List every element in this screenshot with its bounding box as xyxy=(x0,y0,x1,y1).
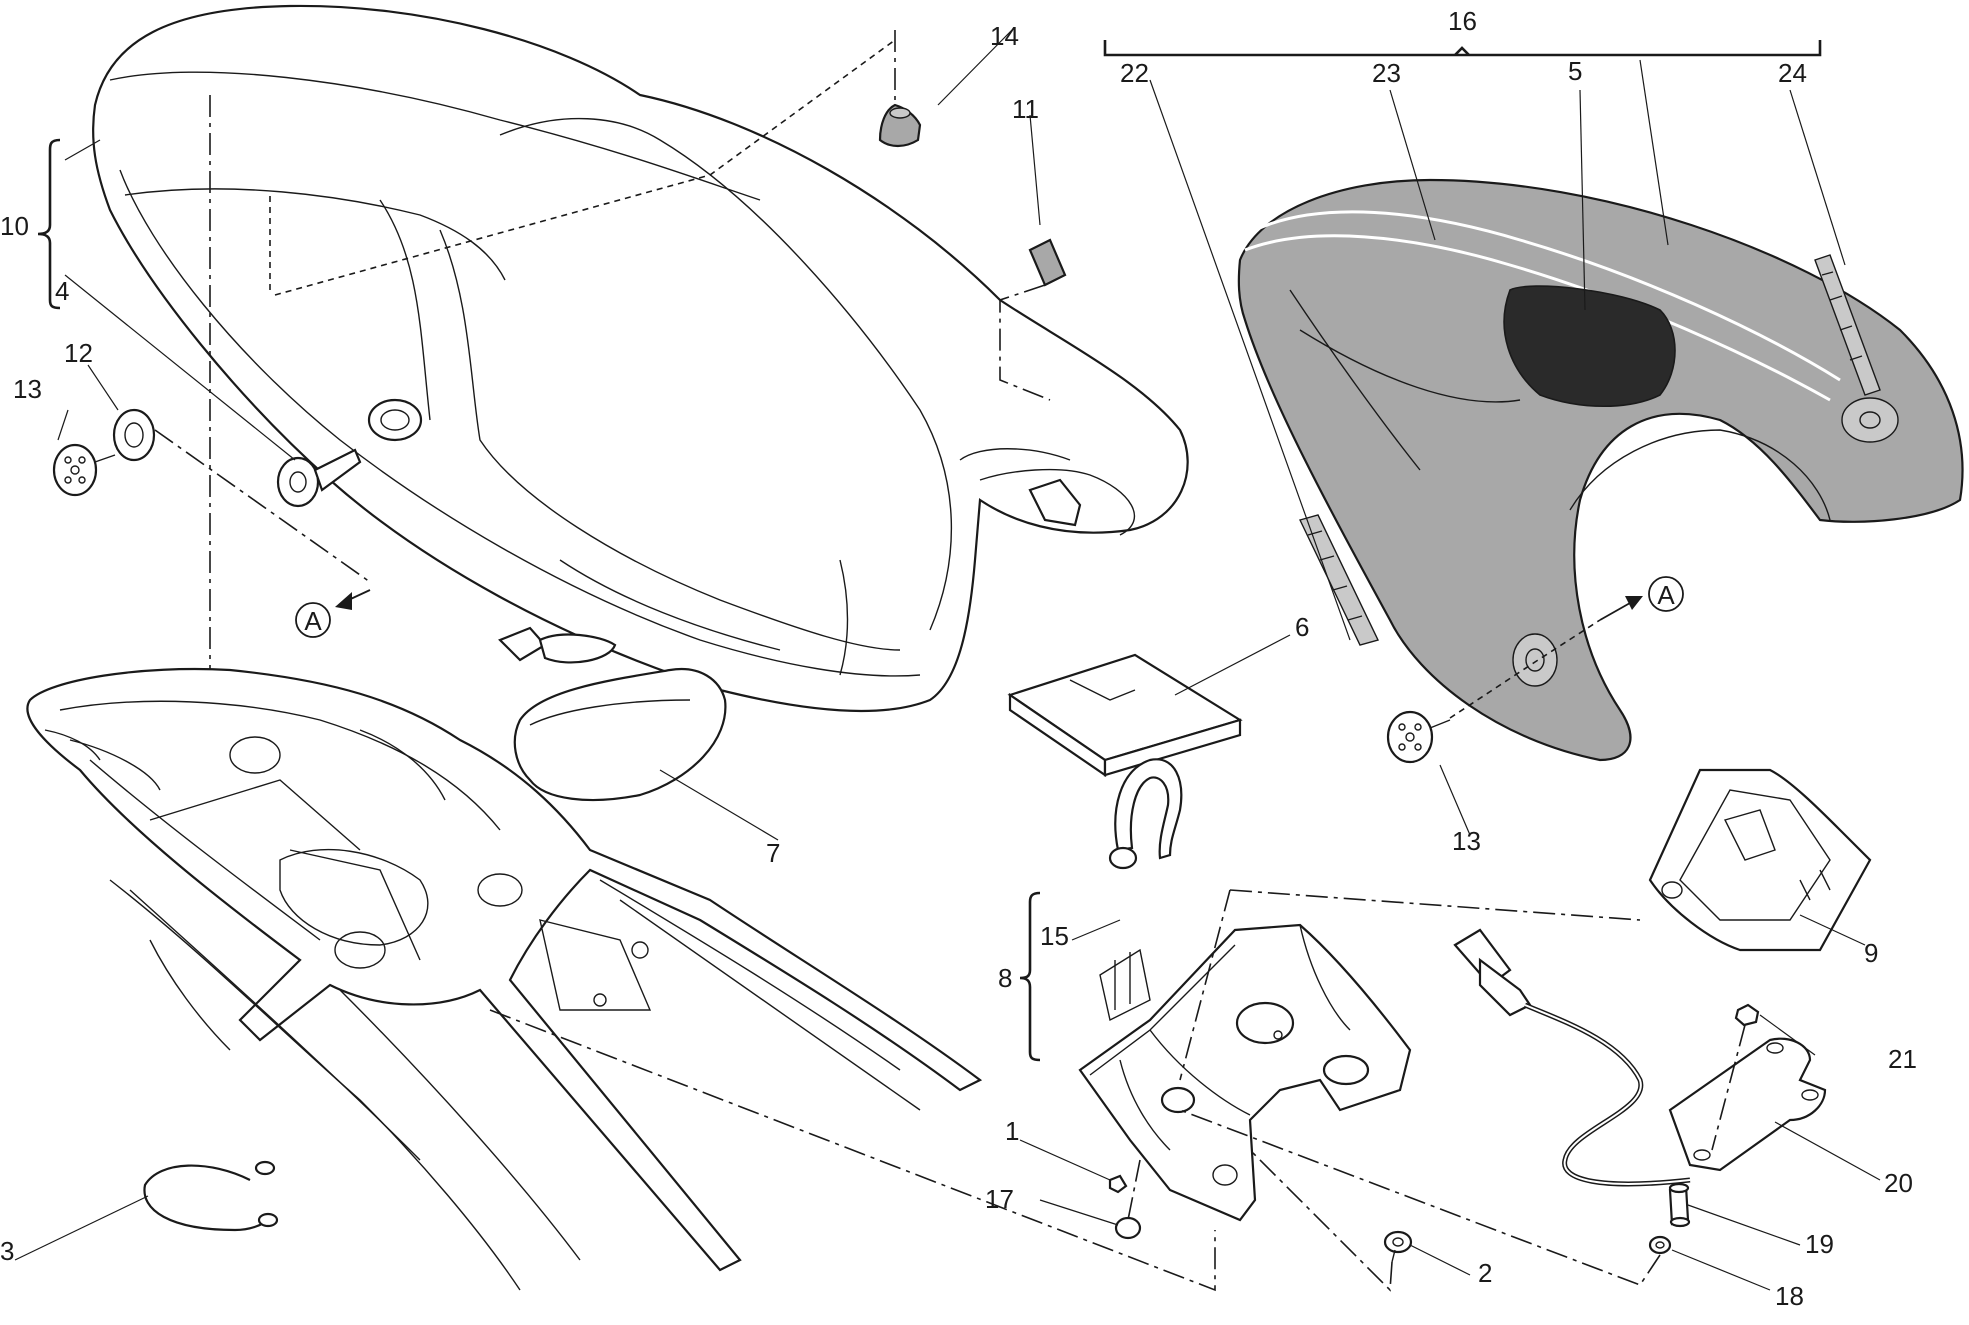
leader-lines xyxy=(14,29,1881,1291)
callout-23: 23 xyxy=(1372,58,1401,88)
callout-13-left: 13 xyxy=(13,374,42,404)
callout-24: 24 xyxy=(1778,58,1807,88)
guide-line xyxy=(1249,1149,1393,1292)
callout-15: 15 xyxy=(1040,921,1069,951)
guide-line xyxy=(489,1009,1216,1292)
rear-subframe xyxy=(26,667,983,1291)
callout-1: 1 xyxy=(1005,1116,1019,1146)
cable-clip xyxy=(1108,758,1183,870)
screw-small xyxy=(1108,1174,1128,1194)
pillion-cushion xyxy=(513,667,727,802)
guide-line xyxy=(1449,619,1601,719)
callout-7: 7 xyxy=(766,838,780,868)
knob-screw-right xyxy=(1386,710,1451,764)
arrow-line xyxy=(1599,602,1631,621)
guide-line xyxy=(999,284,1051,401)
grommet xyxy=(112,408,156,462)
callout-12: 12 xyxy=(64,338,93,368)
reference-mark-a-left-label: A xyxy=(304,606,322,636)
helmet-cable xyxy=(143,1160,279,1232)
callout-8: 8 xyxy=(998,963,1012,993)
electronics-box xyxy=(1648,768,1872,952)
callout-13-right: 13 xyxy=(1452,826,1481,856)
guide-line xyxy=(1711,1024,1746,1151)
rivet-washer xyxy=(1114,1216,1142,1240)
callout-5: 5 xyxy=(1568,56,1582,86)
screw-bolt xyxy=(1383,1230,1413,1263)
guide-line xyxy=(1127,1159,1141,1221)
callout-22: 22 xyxy=(1120,58,1149,88)
guide-line xyxy=(1179,1109,1661,1286)
reference-mark-a-right-label: A xyxy=(1657,580,1675,610)
callout-6: 6 xyxy=(1295,612,1309,642)
callout-9: 9 xyxy=(1864,938,1878,968)
rubber-pad-small xyxy=(1028,238,1067,287)
callout-16: 16 xyxy=(1448,6,1477,36)
guide-line xyxy=(1179,889,1231,1081)
owner-manual xyxy=(1007,653,1243,778)
callout-17: 17 xyxy=(985,1184,1014,1214)
arrow-head xyxy=(1625,596,1643,610)
decal-left xyxy=(1299,514,1379,646)
seat-cowl xyxy=(1237,178,1964,762)
rider-seat xyxy=(92,4,1189,712)
guide-line xyxy=(1229,889,1641,921)
callout-10: 10 xyxy=(0,211,29,241)
spacer xyxy=(1668,1182,1691,1228)
callout-numbers: 1 2 3 4 5 6 7 8 9 10 11 12 13 13 14 15 1… xyxy=(0,6,1917,1311)
nut xyxy=(1734,1003,1760,1027)
reference-mark-a-left xyxy=(295,602,331,638)
rubber-bump-stop xyxy=(878,103,922,148)
seat-latch-key xyxy=(498,626,617,664)
guide-line xyxy=(274,39,896,296)
callout-21: 21 xyxy=(1888,1044,1917,1074)
arrow-head xyxy=(335,592,352,610)
washer xyxy=(1648,1235,1672,1255)
under-seat-tray xyxy=(1078,923,1412,1222)
callout-14: 14 xyxy=(990,21,1019,51)
wiring-harness xyxy=(1453,928,1691,1187)
reference-mark-a-right xyxy=(1648,576,1684,612)
decal-right xyxy=(1814,254,1881,396)
callout-19: 19 xyxy=(1805,1229,1834,1259)
control-module xyxy=(1668,1037,1827,1172)
callout-20: 20 xyxy=(1884,1168,1913,1198)
callout-2: 2 xyxy=(1478,1258,1492,1288)
guide-line xyxy=(154,429,371,583)
knob-screw-left xyxy=(52,443,116,497)
seat-lock-pin xyxy=(276,448,362,508)
callout-11: 11 xyxy=(1012,94,1039,124)
callout-4: 4 xyxy=(55,276,69,306)
callout-3: 3 xyxy=(0,1236,14,1266)
callout-18: 18 xyxy=(1775,1281,1804,1311)
